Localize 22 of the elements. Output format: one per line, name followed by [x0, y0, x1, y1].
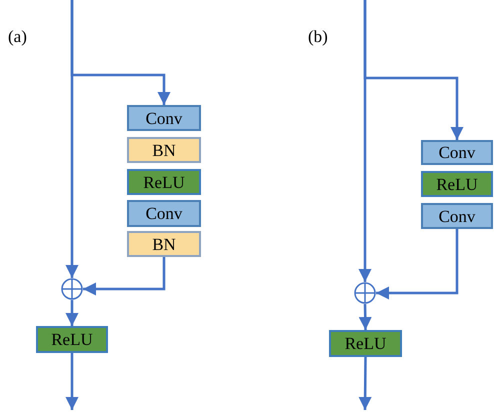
plus-circle	[61, 278, 83, 300]
panel-label: (a)	[8, 28, 27, 45]
plus-circle	[354, 282, 376, 304]
layer-box: ReLU	[127, 169, 201, 195]
layer-box: Conv	[421, 203, 493, 229]
arrow	[358, 356, 372, 410]
arrow	[364, 0, 464, 140]
layer-box: BN	[127, 137, 201, 163]
layer-box: Conv	[421, 140, 493, 165]
layer-box: Conv	[127, 200, 201, 227]
layer-box: ReLU	[329, 330, 402, 357]
panel-label: (b)	[308, 28, 328, 45]
layer-box: Conv	[127, 105, 201, 131]
arrow	[66, 300, 78, 326]
arrow	[376, 229, 458, 300]
arrow	[358, 304, 372, 330]
arrow	[83, 257, 166, 296]
arrow	[66, 353, 78, 410]
layer-box: BN	[127, 231, 201, 257]
arrow	[70, 0, 170, 105]
layer-box: ReLU	[421, 171, 493, 197]
layer-box: ReLU	[36, 326, 108, 353]
